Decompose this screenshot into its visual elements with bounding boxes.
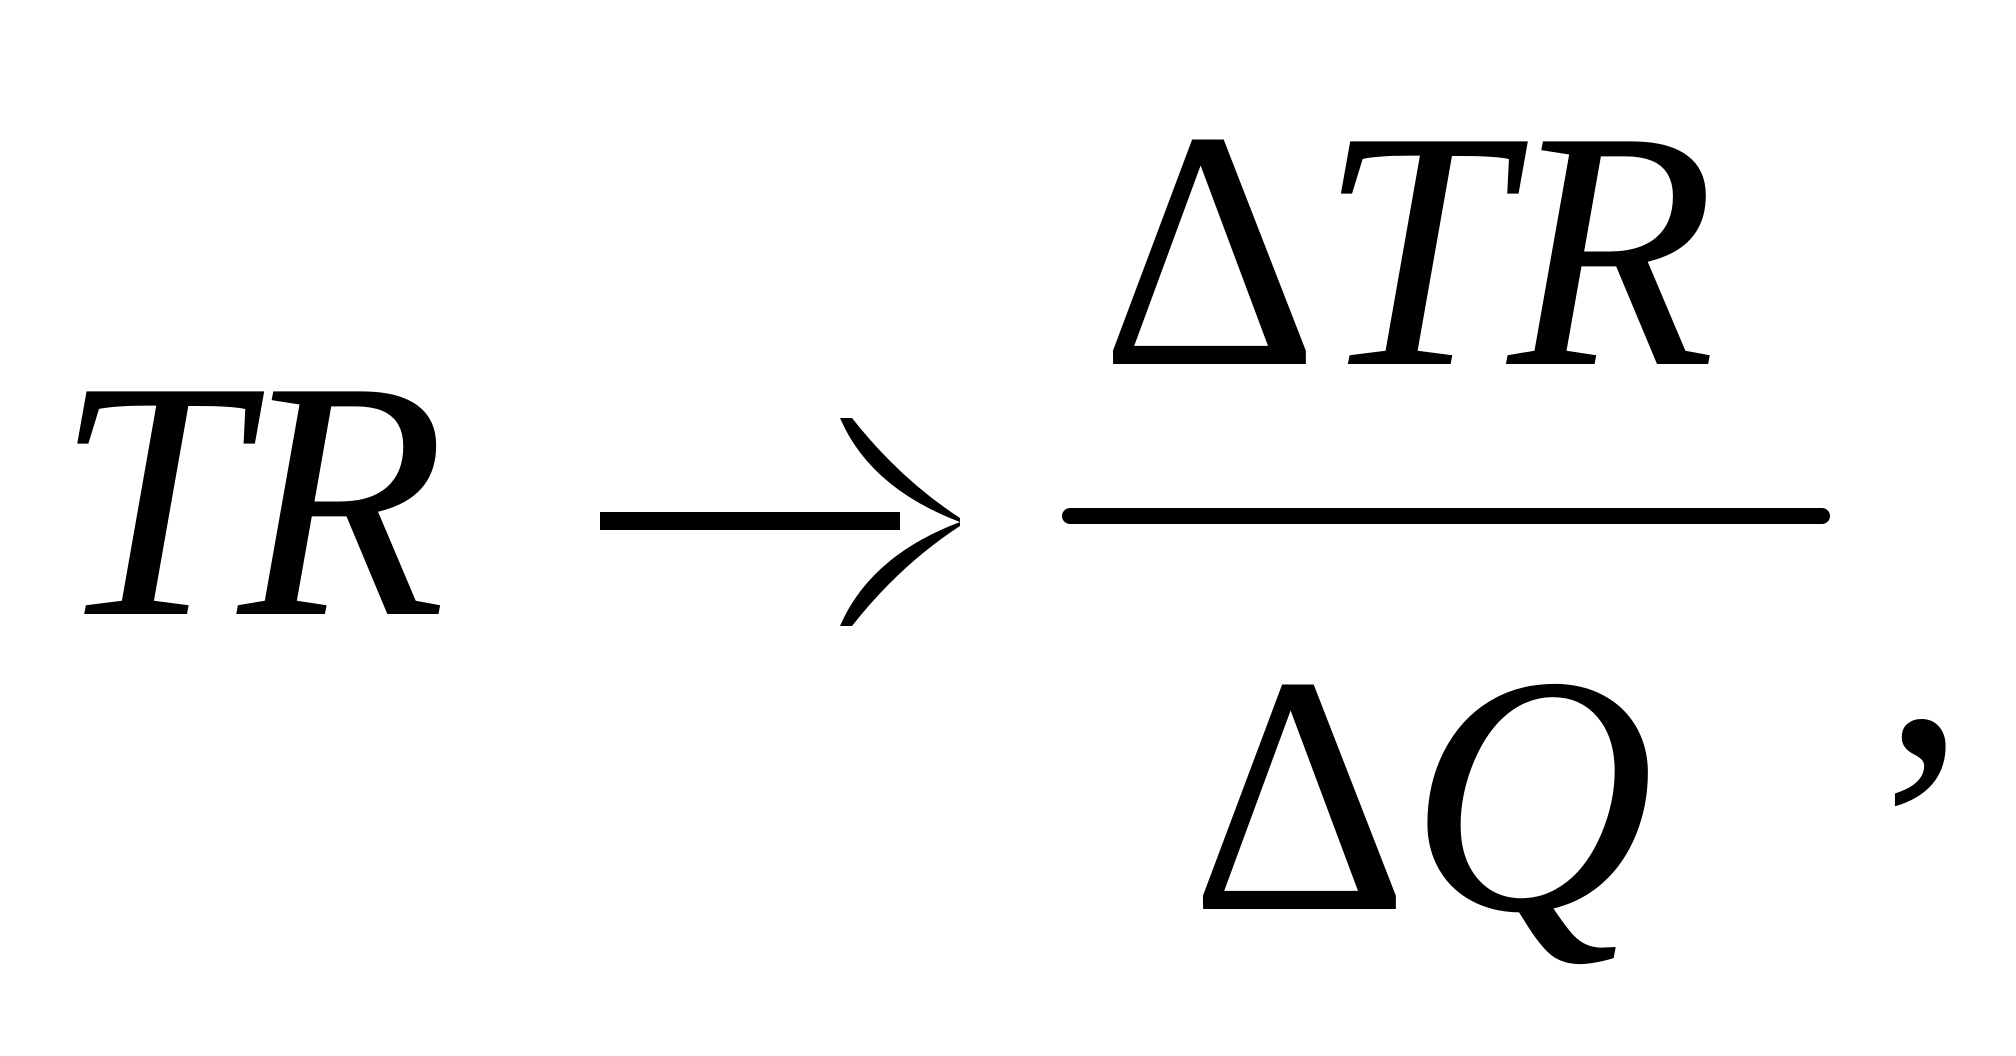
numerator-delta: Δ — [1100, 61, 1319, 438]
lhs-term: TR — [55, 311, 446, 688]
fraction-bar — [1062, 508, 1830, 524]
right-arrow-icon — [600, 418, 960, 626]
fraction-denominator: ΔQ — [1190, 625, 1654, 965]
denominator-variable: Q — [1408, 606, 1655, 983]
denominator-delta: Δ — [1190, 606, 1409, 983]
numerator-variable: TR — [1318, 61, 1716, 438]
trailing-comma: , — [1882, 451, 1967, 828]
fraction-numerator: ΔTR — [1100, 80, 1715, 420]
